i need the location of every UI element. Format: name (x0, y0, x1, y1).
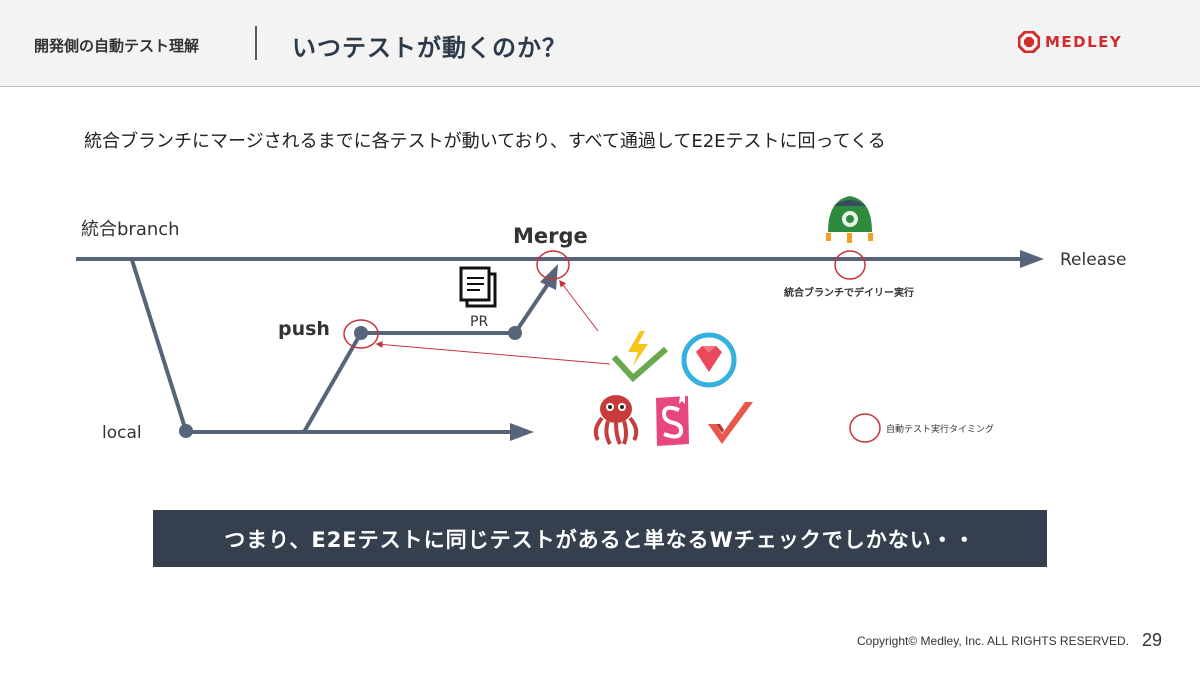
legend-marker (849, 413, 881, 443)
daily-run-label: 統合ブランチでデイリー実行 (784, 286, 914, 299)
page-title: いつテストが動くのか？ (292, 34, 567, 62)
merge-arrowhead (540, 264, 558, 290)
integration-branch-arrowhead (1020, 250, 1044, 268)
local-branch-out-line (130, 259, 188, 432)
ruby-gem-icon (681, 332, 737, 388)
checkmark-logo-icon (708, 402, 753, 444)
legend-label: 自動テスト実行タイミング (886, 423, 994, 435)
release-label: Release (1060, 250, 1126, 270)
slide-header: 開発側の自動テスト理解 いつテストが動くのか？ MEDLEY (0, 0, 1200, 87)
storybook-icon (656, 396, 689, 446)
tools-to-push-arrow (375, 340, 611, 365)
conclusion-box: つまり、E2Eテストに同じテストがあると単なるWチェックでしかない・・ (153, 510, 1047, 567)
medley-logo-icon (1018, 31, 1040, 53)
push-test-marker (343, 319, 379, 349)
local-label: local (102, 423, 142, 443)
push-commit-dot (354, 326, 368, 340)
page-number: 29 (1142, 630, 1163, 650)
header-divider (255, 26, 257, 60)
document-icon (459, 266, 497, 308)
local-branch-arrowhead (510, 423, 534, 441)
pr-label: PR (470, 314, 488, 330)
octopus-icon (593, 395, 639, 446)
section-label: 開発側の自動テスト理解 (34, 37, 200, 55)
logo-text: MEDLEY (1045, 33, 1123, 51)
test-tool-logo-icon (611, 331, 668, 383)
daily-test-marker (834, 250, 866, 280)
merge-branch-line (513, 282, 550, 335)
push-branch-up-line (302, 332, 363, 433)
copyright: Copyright© Medley, Inc. ALL RIGHTS RESER… (857, 634, 1130, 648)
rocket-icon (826, 196, 873, 243)
local-commit-dot (179, 424, 193, 438)
push-label: push (278, 318, 330, 340)
tools-to-merge-arrow (559, 279, 599, 332)
medley-logo: MEDLEY (1018, 31, 1122, 53)
merge-test-marker (536, 250, 570, 280)
integration-branch-label: 統合branch (81, 219, 180, 240)
pr-commit-dot (508, 326, 522, 340)
lead-text: 統合ブランチにマージされるまでに各テストが動いており、すべて通過してE2Eテスト… (84, 131, 886, 152)
merge-label: Merge (513, 224, 588, 248)
conclusion-text: つまり、E2Eテストに同じテストがあると単なるWチェックでしかない・・ (224, 527, 976, 552)
